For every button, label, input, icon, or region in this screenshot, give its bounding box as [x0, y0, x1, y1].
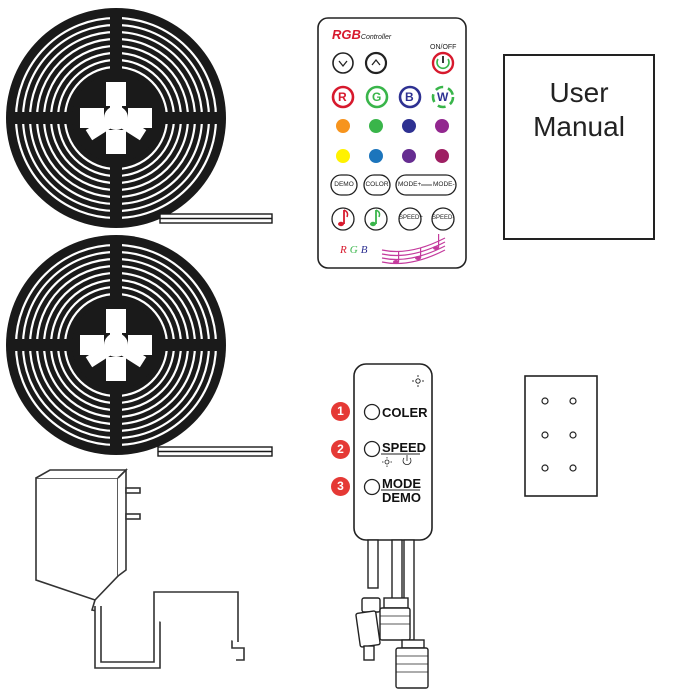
speed-minus-label: SPEED- [432, 215, 455, 221]
demo-label: DEMO [334, 181, 354, 188]
row1-color-button[interactable] [402, 119, 416, 133]
step-badge-1: 1 [331, 402, 350, 421]
music2-button[interactable] [364, 207, 388, 231]
demo-button[interactable] [330, 174, 358, 196]
row1-color-button[interactable] [336, 119, 350, 133]
brightness-icon [412, 375, 424, 387]
color-label: COLOR [365, 181, 389, 188]
remote-brand-logo: RGBController [332, 27, 392, 42]
mode-label: MODE [382, 476, 421, 491]
manual-title-line1: User [549, 77, 609, 108]
controller-button-3[interactable] [363, 478, 381, 496]
red-button-label: R [338, 90, 347, 104]
controller-button-2[interactable] [363, 440, 381, 458]
demo-label-controller: DEMO [382, 490, 421, 505]
row2-color-button[interactable] [336, 149, 350, 163]
manual-title-line2: Manual [533, 111, 625, 142]
row2-color-button[interactable] [435, 149, 449, 163]
red-button[interactable] [331, 85, 355, 109]
blue-button[interactable] [398, 85, 422, 109]
brightness-down-button[interactable] [332, 52, 354, 74]
music-notes-icon [393, 234, 440, 264]
speed-label: SPEED [382, 440, 427, 455]
speed-plus-label: SPEED+ [399, 215, 423, 221]
speed-down-button[interactable] [431, 207, 455, 231]
green-button-label: G [372, 90, 382, 104]
row2-color-button[interactable] [402, 149, 416, 163]
row1-color-button[interactable] [435, 119, 449, 133]
color-buttons-row-2 [336, 149, 456, 163]
row2-color-button[interactable] [369, 149, 383, 163]
speed-up-button[interactable] [398, 207, 422, 231]
mode-plus-label: MODE+ [398, 181, 422, 188]
color-buttons-row-1 [336, 119, 456, 133]
step-badge-3: 3 [331, 477, 350, 496]
blue-button-label: B [405, 90, 414, 104]
row1-color-button[interactable] [369, 119, 383, 133]
onoff-label: ON/OFF [430, 44, 457, 51]
brightness-up-button[interactable] [364, 51, 388, 75]
coler-label: COLER [382, 405, 428, 420]
music1-button[interactable] [331, 207, 355, 231]
controller-button-1[interactable] [363, 403, 381, 421]
mode-minus-label: MODE- [433, 181, 455, 188]
step-badge-2: 2 [331, 440, 350, 459]
user-manual: User Manual [503, 54, 655, 240]
white-button-label: W [437, 90, 449, 104]
white-button[interactable] [431, 85, 455, 109]
color-button[interactable] [363, 174, 391, 196]
green-button[interactable] [365, 85, 389, 109]
power-button[interactable] [431, 51, 455, 75]
